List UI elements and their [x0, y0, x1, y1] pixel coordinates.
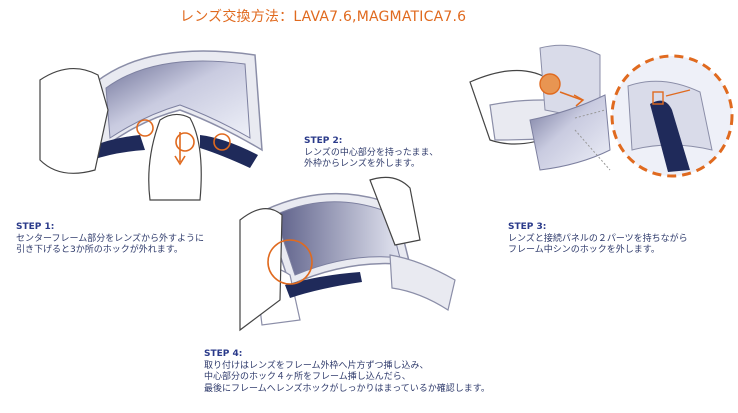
step-4-line: 中心部分のホック４ヶ所をフレーム挿し込んだら、 — [204, 372, 411, 382]
arrow — [559, 91, 583, 101]
step-2: STEP 2: レンズの中心部分を持ったまま、 外枠からレンズを外します。 — [304, 136, 438, 171]
page-title: レンズ交換方法：LAVA7.6,MAGMATICA7.6 — [180, 9, 467, 25]
arrow — [665, 89, 691, 97]
goggle-strap — [88, 135, 145, 160]
left-hand — [39, 67, 109, 174]
step-1-heading: STEP 1: — [16, 222, 55, 232]
goggle-lens — [105, 60, 251, 139]
step-3-line: フレーム中シンのホックを外します。 — [508, 245, 660, 255]
step-4-line: 最後にフレームへレンズホックがしっかりはまっているか確認します。 — [204, 383, 490, 394]
step2-illustration — [239, 176, 456, 332]
arrow — [174, 155, 186, 166]
zoom-line — [574, 109, 606, 119]
goggle-frame-side — [389, 254, 456, 311]
zoom-hook-highlight — [652, 91, 664, 105]
step-3-heading: STEP 3: — [508, 222, 547, 232]
step-2-line: レンズの中心部分を持ったまま、 — [304, 147, 439, 158]
step3-illustration — [469, 44, 734, 178]
zoom-strap — [650, 100, 690, 172]
hook-highlight — [136, 119, 154, 137]
step-3: STEP 3: レンズと接続パネルの２パーツを持ちながら フレーム中シンのホック… — [508, 222, 688, 257]
goggle-strap — [285, 272, 362, 298]
step-1-line: 引き下げると3か所のホックが外れます。 — [16, 245, 183, 255]
zoom-line — [574, 129, 611, 171]
step-4-heading: STEP 4: — [204, 349, 243, 359]
goggle-lens — [529, 94, 611, 171]
step-1-line: センターフレーム部分をレンズから外すように — [16, 233, 205, 244]
left-hand — [239, 208, 283, 332]
hook-highlight — [175, 132, 195, 152]
step-4-line: 取り付けはレンズをフレーム外枠へ片方ずつ挿し込み、 — [204, 360, 429, 371]
step-2-line: 外枠からレンズを外します。 — [304, 159, 420, 169]
step1-illustration — [39, 50, 263, 201]
step-1: STEP 1: センターフレーム部分をレンズから外すように 引き下げると3か所の… — [16, 222, 204, 257]
step-4: STEP 4: 取り付けはレンズをフレーム外枠へ片方ずつ挿し込み、 中心部分のホ… — [204, 349, 490, 395]
hook-highlight — [539, 73, 561, 95]
hook-highlight — [213, 133, 231, 151]
step-3-line: レンズと接続パネルの２パーツを持ちながら — [508, 233, 688, 244]
right-hand — [369, 176, 421, 246]
step-2-heading: STEP 2: — [304, 136, 343, 146]
hook-highlight — [267, 239, 313, 285]
arrow — [573, 94, 585, 107]
